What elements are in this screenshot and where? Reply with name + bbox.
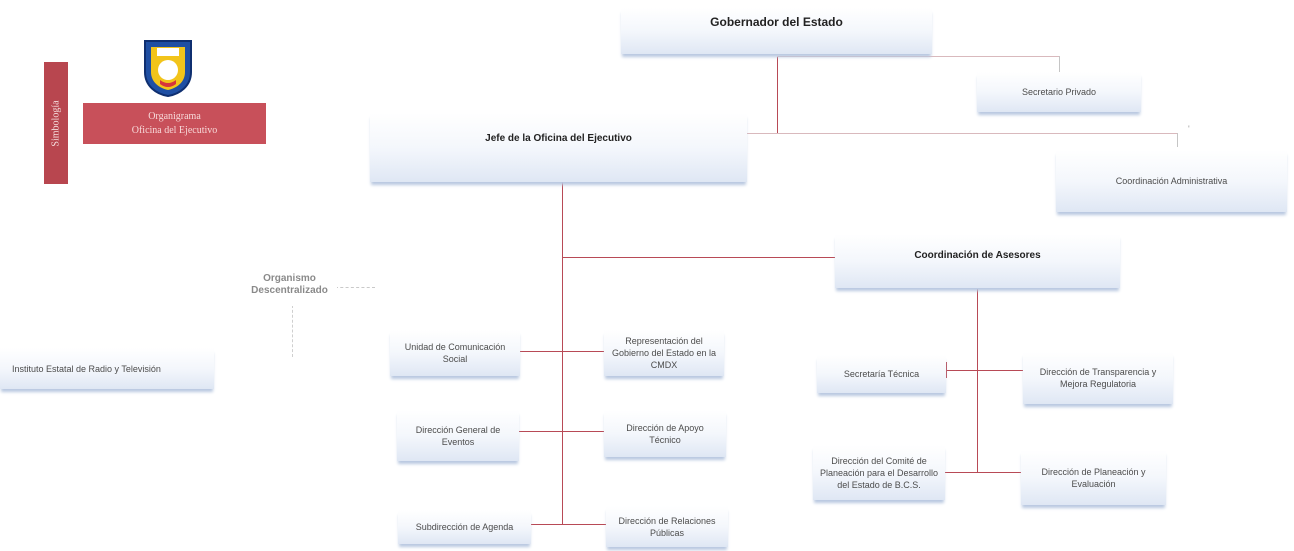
node-coord-administrativa: Coordinación Administrativa <box>1056 150 1287 212</box>
connector-row2 <box>519 431 604 432</box>
node-secretaria-tecnica: Secretaría Técnica <box>817 355 946 393</box>
stray-mark: ' <box>1188 124 1190 134</box>
connector-organismo-down <box>292 305 293 357</box>
connector-gob-privado <box>777 56 1060 57</box>
node-secretario-privado: Secretario Privado <box>977 72 1141 112</box>
node-unidad-comunicacion: Unidad de Comunicación Social <box>390 330 520 376</box>
node-organismo-descentralizado: Organismo Descentralizado <box>242 264 337 306</box>
node-direccion-comite: Dirección del Comité de Planeación para … <box>813 445 945 500</box>
node-direccion-transparencia: Dirección de Transparencia y Mejora Regu… <box>1023 352 1173 404</box>
node-direccion-eventos: Dirección General de Eventos <box>397 410 519 461</box>
connector-jefe-spine <box>562 182 563 525</box>
node-coord-asesores: Coordinación de Asesores <box>835 234 1120 288</box>
node-jefe-oficina: Jefe de la Oficina del Ejecutivo <box>370 113 747 182</box>
connector-asesores-stub <box>946 362 947 378</box>
legend-vertical-label: Simbología <box>44 62 68 184</box>
node-instituto-radio: Instituto Estatal de Radio y Televisión <box>0 348 214 389</box>
legend-title-line1: Organigrama <box>148 110 201 122</box>
legend-title-box: Organigrama Oficina del Ejecutivo <box>83 103 266 144</box>
legend-title-line2: Oficina del Ejecutivo <box>131 124 218 136</box>
connector-privado-drop <box>1059 56 1060 76</box>
connector-asesores-branch <box>562 257 835 258</box>
connector-organismo-dashed <box>335 287 375 288</box>
node-direccion-relaciones: Dirección de Relaciones Públicas <box>606 506 728 547</box>
state-coat-of-arms-icon <box>144 40 192 98</box>
node-direccion-apoyo: Dirección de Apoyo Técnico <box>604 410 726 457</box>
connector-asesores-row1 <box>946 370 1023 371</box>
connector-row1 <box>520 351 604 352</box>
connector-admin-drop <box>1177 133 1178 147</box>
connector-asesores-spine <box>977 289 978 472</box>
node-direccion-planeacion: Dirección de Planeación y Evaluación <box>1021 450 1166 505</box>
connector-gob-down <box>777 56 778 134</box>
legend-vertical-text: Simbología <box>50 99 62 147</box>
node-representacion-cmdx: Representación del Gobierno del Estado e… <box>604 330 724 376</box>
connector-jefe-admin <box>747 133 1177 134</box>
node-subdireccion-agenda: Subdirección de Agenda <box>398 510 531 544</box>
connector-row3 <box>531 524 606 525</box>
node-gobernador: Gobernador del Estado <box>621 8 932 54</box>
connector-asesores-row2 <box>945 472 1021 473</box>
